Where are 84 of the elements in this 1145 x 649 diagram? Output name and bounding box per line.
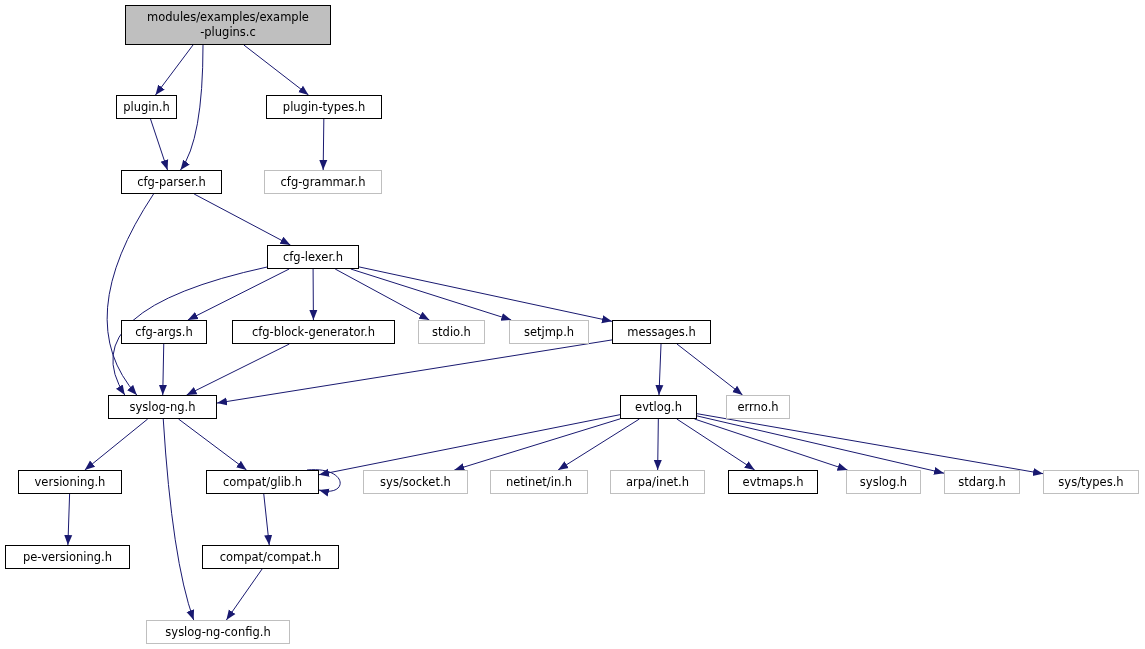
file-name: syslog-ng-config.h — [164, 624, 272, 640]
file-name: netinet/in.h — [504, 474, 574, 490]
arrow — [696, 415, 945, 475]
arrow — [193, 193, 291, 246]
arrow — [318, 414, 621, 477]
arrow — [653, 418, 662, 471]
file-name: evtlog.h — [634, 399, 683, 415]
file-name: cfg-args.h — [134, 324, 194, 340]
file-name: cfg-block-generator.h — [250, 324, 377, 340]
file-name: arpa/inet.h — [625, 474, 690, 490]
file-box — [146, 620, 290, 644]
arrow — [187, 268, 290, 321]
file-box — [267, 245, 359, 269]
file-name: syslog-ng.h — [128, 399, 197, 415]
file-name: messages.h — [626, 324, 697, 340]
arrow — [309, 268, 318, 321]
arrow — [155, 44, 194, 96]
arrow — [158, 343, 167, 396]
file-name: sys/types.h — [1057, 474, 1125, 490]
file-box — [612, 320, 711, 344]
file-name: compat/compat.h — [218, 549, 323, 565]
arrow — [180, 44, 204, 171]
arrow — [696, 413, 1044, 476]
file-name: errno.h — [736, 399, 780, 415]
file-box — [266, 95, 382, 119]
arrow — [676, 418, 756, 471]
file-box — [125, 5, 331, 45]
arrow — [150, 118, 169, 171]
file-name: stdio.h — [431, 324, 472, 340]
file-box — [610, 470, 705, 494]
file-box — [5, 545, 130, 569]
arrow — [358, 266, 613, 324]
file-name: compat/glib.h — [221, 474, 304, 490]
arrow — [694, 418, 848, 471]
file-box — [232, 320, 395, 344]
arrow — [655, 343, 664, 396]
file-name: cfg-parser.h — [136, 174, 207, 190]
file-box — [418, 320, 485, 344]
file-box — [509, 320, 589, 344]
arrow — [350, 268, 512, 321]
arrow — [112, 266, 268, 396]
file-box — [490, 470, 588, 494]
file-box — [202, 545, 339, 569]
file-box — [108, 395, 217, 419]
file-name: cfg-lexer.h — [281, 249, 344, 265]
file-name: syslog.h — [858, 474, 909, 490]
file-box — [620, 395, 697, 419]
arrow — [243, 44, 309, 96]
arrow — [216, 339, 613, 406]
file-name: stdarg.h — [957, 474, 1007, 490]
file-name: versioning.h — [33, 474, 107, 490]
file-name: setjmp.h — [522, 324, 576, 340]
file-box — [116, 95, 177, 119]
file-box — [846, 470, 921, 494]
file-box — [1043, 470, 1139, 494]
file-box — [363, 470, 468, 494]
file-name: plugin.h — [122, 99, 171, 115]
file-box — [264, 170, 382, 194]
arrow — [263, 493, 273, 546]
file-name: sys/socket.h — [379, 474, 452, 490]
file-box — [121, 320, 207, 344]
arrow — [106, 193, 155, 396]
file-name: plugin-types.h — [281, 99, 367, 115]
file-name: pe-versioning.h — [21, 549, 114, 565]
file-box — [944, 470, 1020, 494]
file-box — [726, 395, 790, 419]
arrow — [162, 418, 195, 621]
arrow — [676, 343, 744, 396]
arrow — [319, 118, 328, 171]
arrow — [334, 268, 430, 321]
file-name: evtmaps.h — [741, 474, 805, 490]
arrow — [225, 568, 263, 621]
file-box — [728, 470, 818, 494]
file-box — [18, 470, 122, 494]
file-box — [206, 470, 319, 494]
arrow — [64, 493, 73, 546]
arrow — [178, 418, 247, 471]
file-name: modules/examples/example -plugins.c — [146, 10, 310, 40]
file-name: cfg-grammar.h — [279, 174, 367, 190]
arrow — [186, 343, 290, 396]
arrow — [453, 418, 621, 471]
file-box — [121, 170, 222, 194]
arrow — [84, 418, 149, 471]
arrow — [557, 418, 640, 471]
